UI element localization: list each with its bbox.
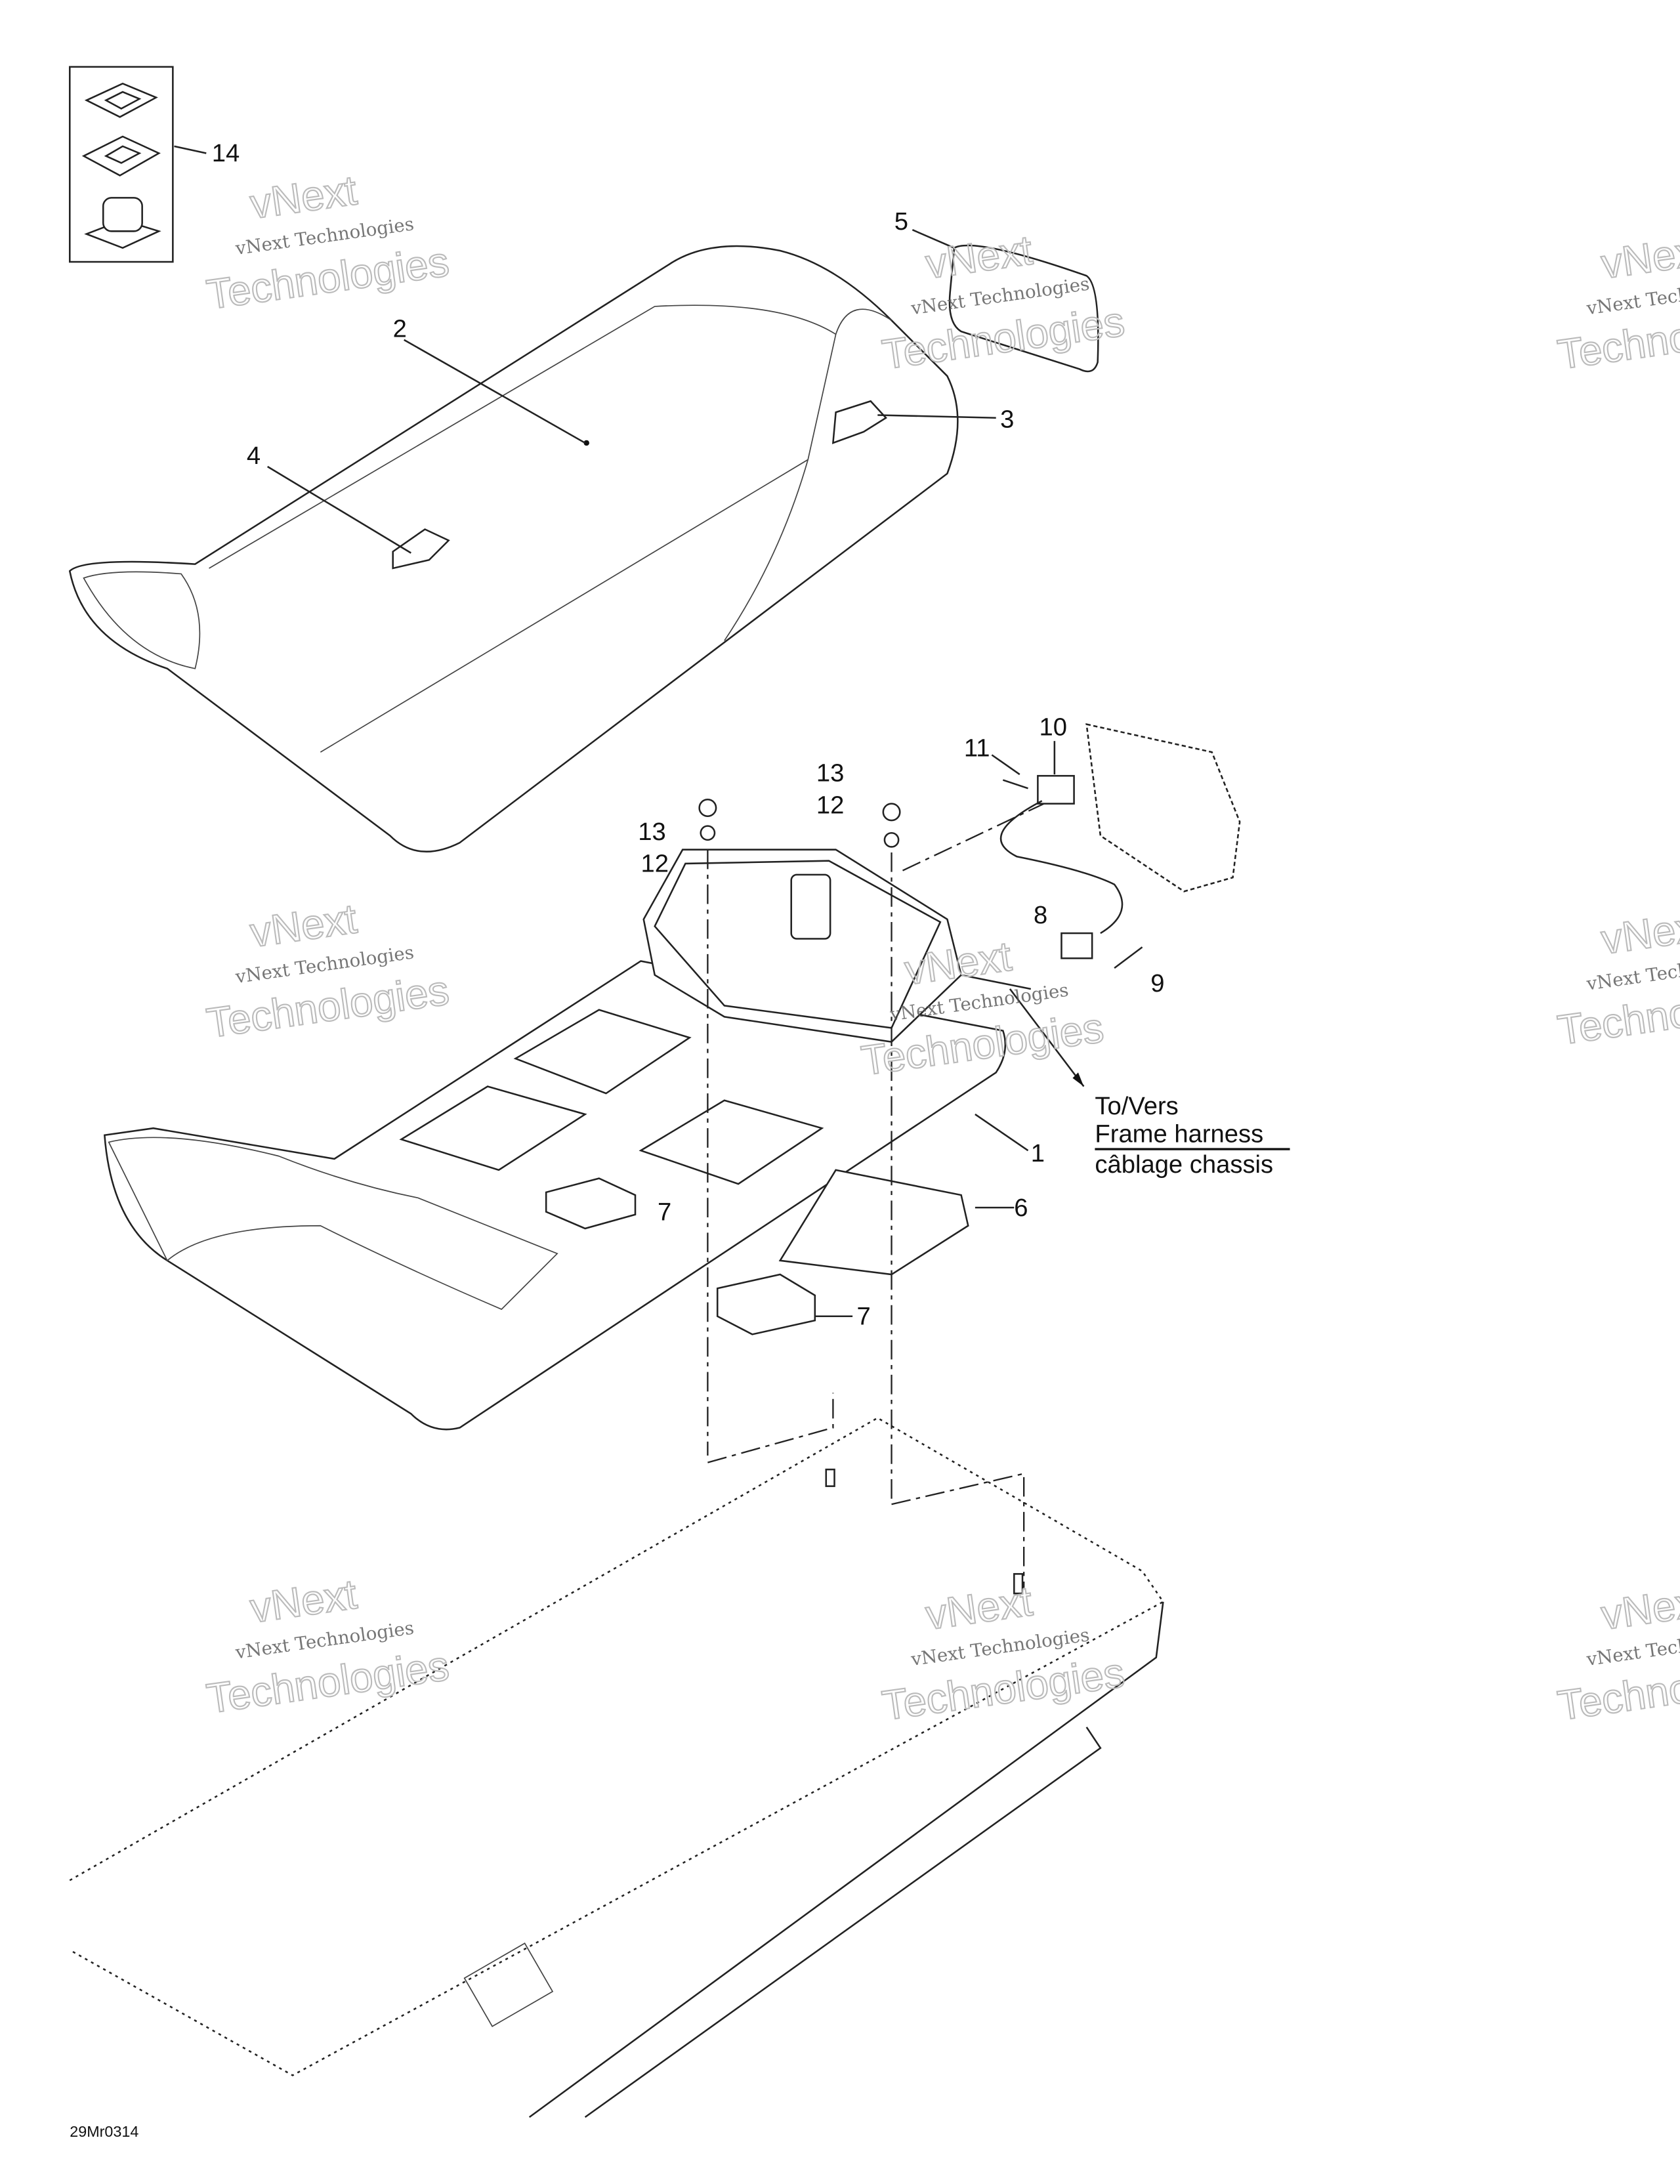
callout-5: 5 bbox=[894, 207, 908, 236]
figure-code: 29Mr0314 bbox=[70, 2123, 138, 2140]
wiring-parts-8-11 bbox=[999, 723, 1241, 969]
watermark: vNext vNext Technologies Technologies bbox=[1554, 1577, 1680, 1730]
svg-text:vNext: vNext bbox=[1599, 902, 1680, 963]
callout-12-right: 12 bbox=[816, 791, 844, 820]
inset-box-item-14 bbox=[69, 66, 207, 263]
callout-labels: 14 5 3 2 4 10 11 13 12 13 12 8 9 1 6 7 7 bbox=[212, 139, 1165, 1330]
svg-text:vNext: vNext bbox=[247, 1571, 360, 1632]
callout-12-left: 12 bbox=[640, 850, 668, 878]
callout-7-lower: 7 bbox=[856, 1302, 870, 1330]
watermark: vNext vNext Technologies Technologies bbox=[879, 1577, 1128, 1730]
watermark: vNext vNext Technologies Technologies bbox=[203, 166, 453, 319]
callout-14: 14 bbox=[212, 139, 240, 167]
callout-2: 2 bbox=[393, 315, 407, 343]
watermark: vNext vNext Technologies Technologies bbox=[1554, 226, 1680, 379]
svg-text:vNext: vNext bbox=[1599, 226, 1680, 287]
watermark: vNext vNext Technologies Technologies bbox=[203, 894, 453, 1047]
tray-part-6 bbox=[778, 1169, 969, 1276]
chassis-tunnel bbox=[69, 1417, 1165, 2118]
callout-3: 3 bbox=[1000, 406, 1014, 434]
watermark: vNext vNext Technologies Technologies bbox=[203, 1570, 453, 1723]
note-line-2: Frame harness bbox=[1095, 1120, 1263, 1148]
callout-7-upper: 7 bbox=[658, 1198, 671, 1226]
blocks-part-7 bbox=[545, 1177, 816, 1335]
note-line-1: To/Vers bbox=[1095, 1092, 1178, 1120]
callout-11: 11 bbox=[964, 734, 990, 762]
callout-4: 4 bbox=[247, 442, 261, 470]
watermark: vNext vNext Technologies Technologies bbox=[1554, 902, 1680, 1055]
svg-text:vNext: vNext bbox=[1599, 1578, 1680, 1639]
svg-text:vNext: vNext bbox=[247, 167, 360, 228]
callout-9: 9 bbox=[1150, 969, 1164, 998]
nuts-washers-12-13 bbox=[698, 795, 1059, 1588]
backrest-part-5 bbox=[948, 244, 1099, 373]
note-line-3: câblage chassis bbox=[1095, 1150, 1273, 1179]
harness-note: To/Vers Frame harness câblage chassis bbox=[1095, 1092, 1290, 1179]
callout-10: 10 bbox=[1040, 713, 1067, 742]
svg-text:vNext: vNext bbox=[923, 1578, 1035, 1639]
storage-tray-part-1 bbox=[103, 849, 1007, 1431]
svg-text:vNext: vNext bbox=[247, 895, 360, 956]
callout-8: 8 bbox=[1034, 901, 1047, 929]
callout-6: 6 bbox=[1014, 1194, 1028, 1222]
leader-lines bbox=[267, 229, 1085, 1317]
callout-13-right: 13 bbox=[816, 759, 844, 788]
callout-1: 1 bbox=[1031, 1139, 1045, 1167]
seat-assembly bbox=[68, 245, 959, 852]
callout-13-left: 13 bbox=[638, 818, 665, 846]
